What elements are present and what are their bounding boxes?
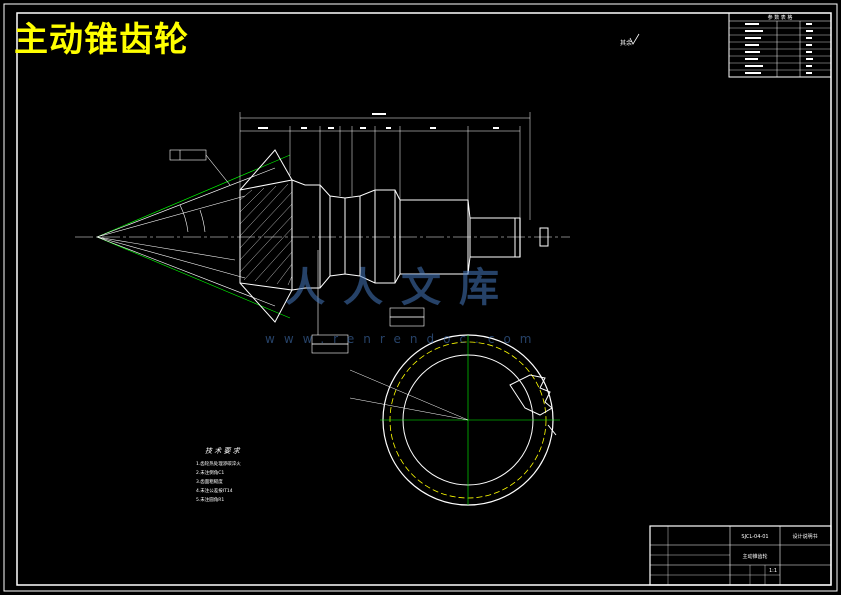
tech-req-item-5: 5.未注圆角R1 — [196, 496, 224, 503]
tech-req-heading: 技 术 要 求 — [205, 447, 241, 455]
technical-requirements: 技 术 要 求 1.齿轮热处理渗碳淬火 2.未注倒角C1 3.齿面粗糙度 4.未… — [196, 447, 241, 503]
watermark-url: www.renrendoc.com — [265, 332, 541, 346]
tolerance-frames — [169, 149, 425, 354]
tech-req-item-3: 3.齿面粗糙度 — [196, 478, 223, 485]
outer-frame — [3, 3, 838, 592]
title-block — [649, 525, 832, 586]
params-table-header: 参 数 表 格 — [768, 14, 793, 21]
roughness-symbol: 其余 — [620, 33, 640, 47]
pitch-lines — [96, 154, 291, 319]
title-block-text: SJCL-04-01 主动锥齿轮 设计说明书 1:1 — [741, 533, 817, 574]
tech-req-item-1: 1.齿轮热处理渗碳淬火 — [196, 460, 241, 467]
inner-frame — [16, 12, 832, 586]
dimension-lines — [239, 112, 531, 220]
cone-construction — [96, 167, 276, 307]
watermark-logo: 人人文库 — [285, 265, 517, 311]
school-name: 设计说明书 — [792, 533, 817, 540]
part-name: 主动锥齿轮 — [742, 553, 767, 560]
params-table: 参 数 表 格 — [728, 12, 832, 78]
drawing-title: 主动锥齿轮 — [14, 20, 189, 60]
section-view — [349, 334, 560, 506]
dimension-labels — [258, 113, 499, 129]
scale-value: 1:1 — [769, 568, 777, 574]
tech-req-item-2: 2.未注倒角C1 — [196, 469, 224, 476]
shaft-body — [291, 179, 549, 291]
roughness-note: 其余 — [620, 39, 632, 47]
drawing-number: SJCL-04-01 — [741, 534, 768, 540]
tech-req-item-4: 4.未注公差按IT14 — [196, 487, 233, 494]
